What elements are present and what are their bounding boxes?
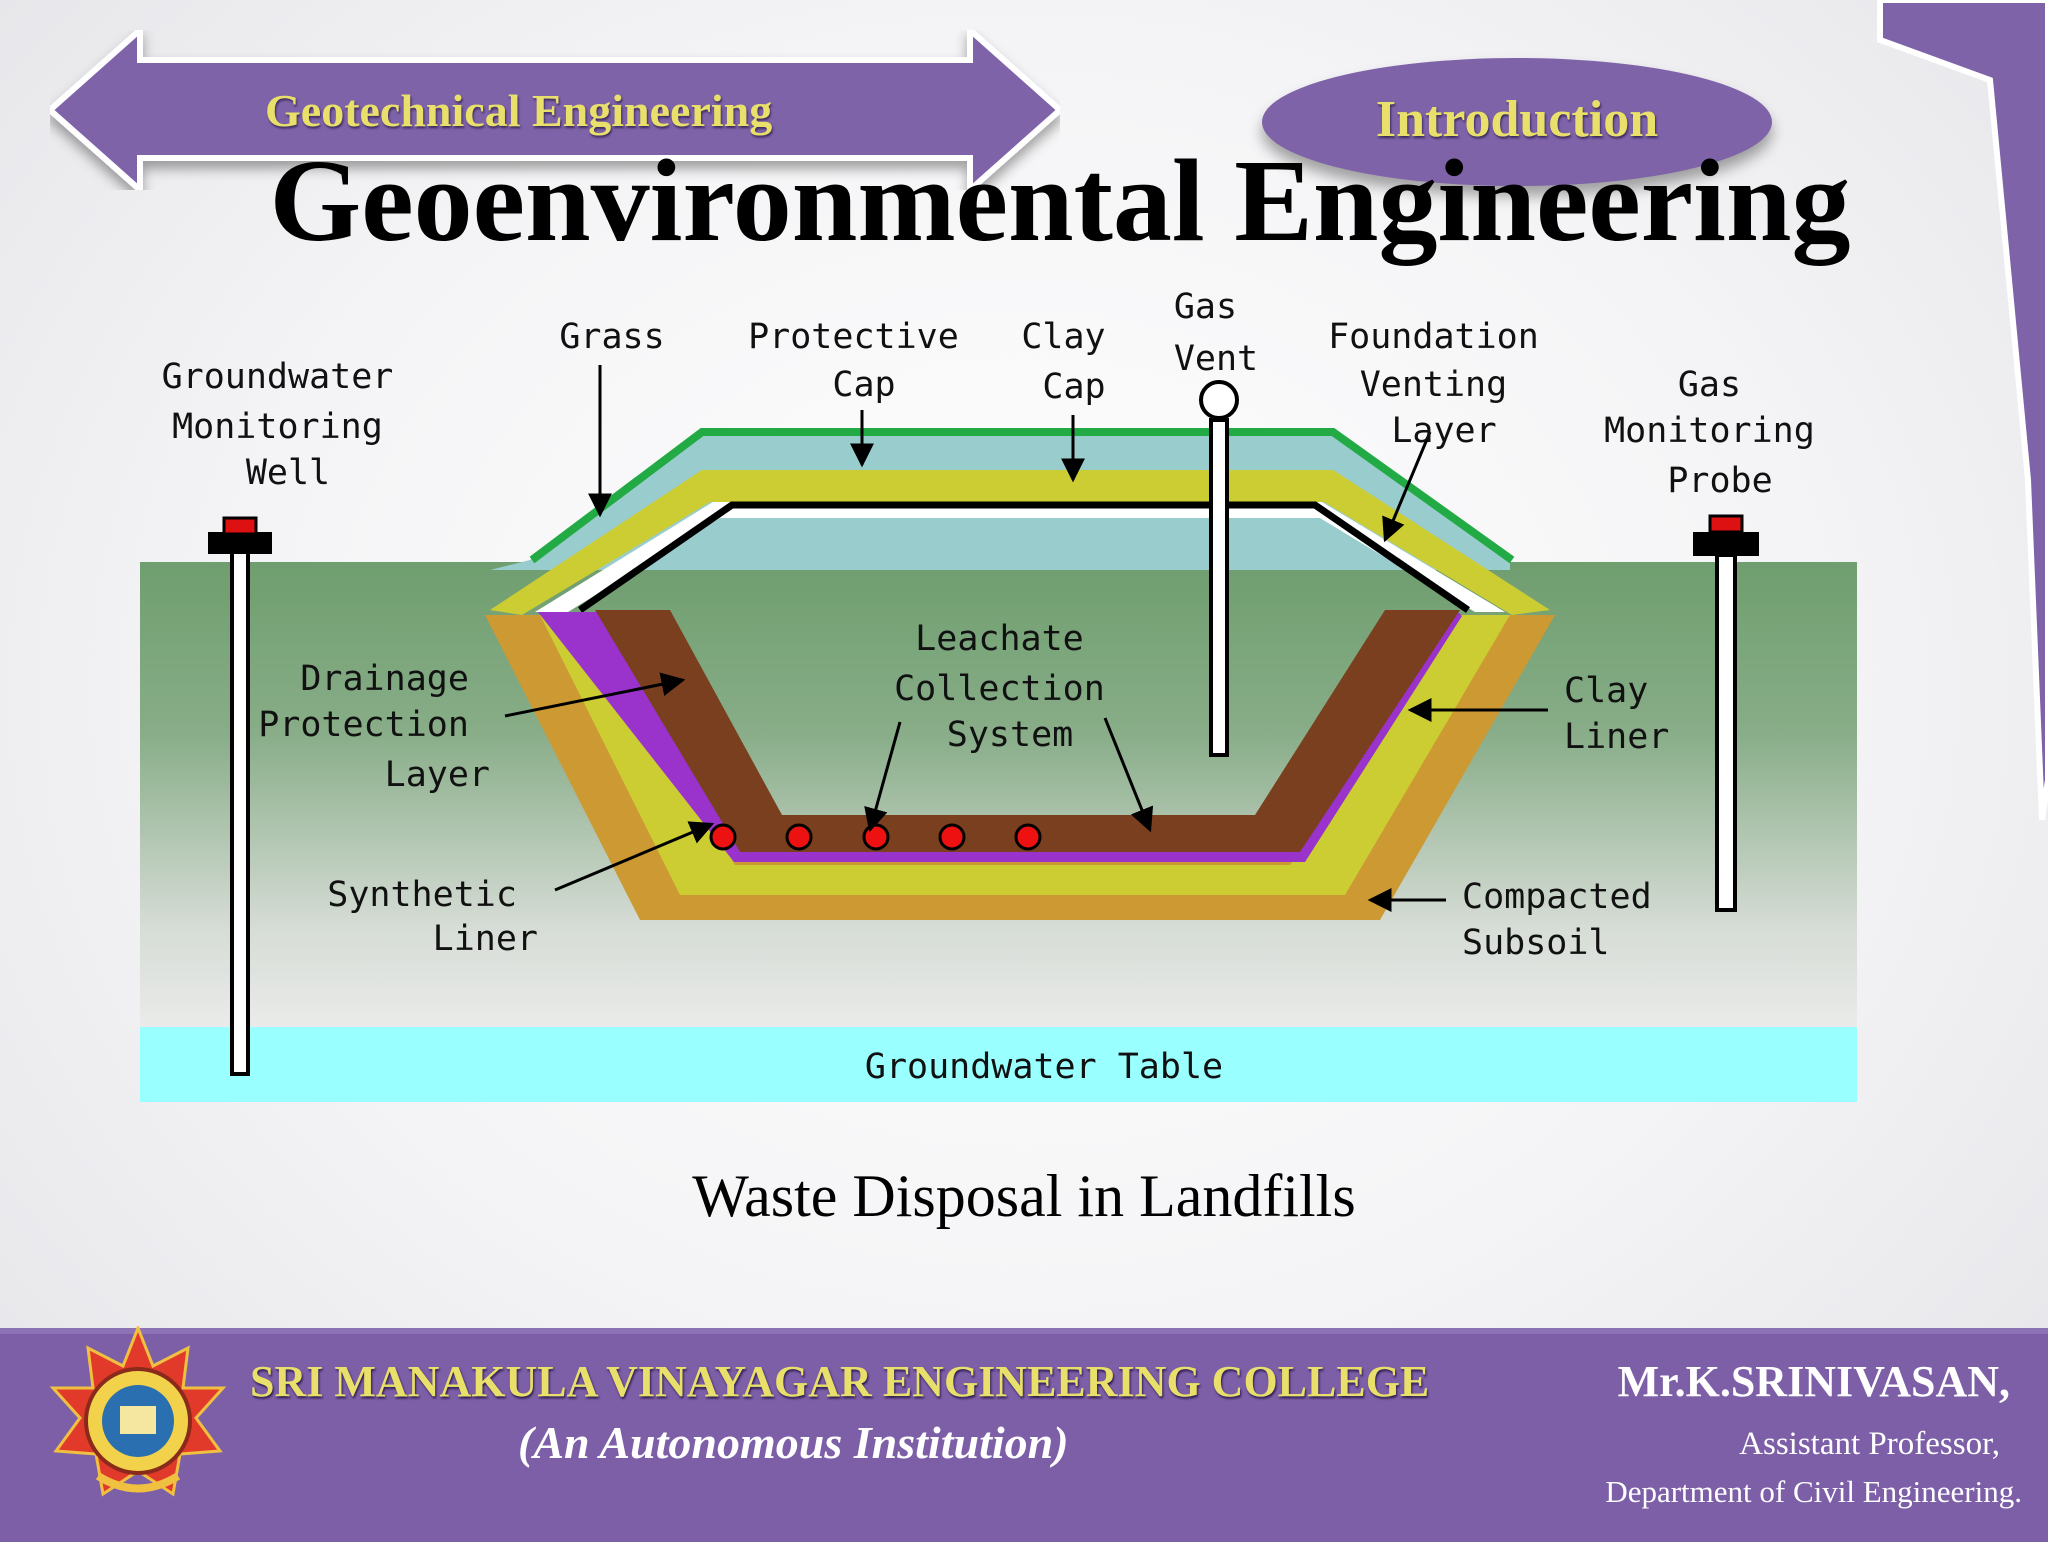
grass-layer	[529, 428, 1515, 564]
label-clay-liner: Clay Liner	[1564, 671, 1669, 757]
probe-cap-top	[1708, 514, 1744, 534]
leachate-pipe	[1014, 823, 1042, 851]
synthetic-cap-line	[578, 501, 1470, 613]
label-gas-vent: Gas Vent	[1174, 287, 1258, 379]
clay-cap-layer	[490, 470, 1550, 615]
subject-label: Geotechnical Engineering	[265, 85, 773, 136]
author-role: Assistant Professor,	[1739, 1426, 2000, 1462]
label-grass: Grass	[559, 317, 664, 357]
label-groundwater-monitoring-well: Groundwater Monitoring Well	[162, 357, 415, 493]
label-groundwater-table: Groundwater Table	[865, 1047, 1223, 1087]
label-gas-monitoring-probe: Gas Monitoring Probe	[1604, 365, 1836, 501]
label-leachate-collection-system: Leachate Collection System	[894, 619, 1126, 755]
label-foundation-venting-layer: Foundation Venting Layer	[1328, 317, 1560, 451]
label-protective-cap: Protective Cap	[748, 317, 980, 405]
author-department: Department of Civil Engineering.	[1605, 1474, 2022, 1509]
header-double-arrow	[50, 30, 1060, 190]
corner-bracket-decoration	[1877, 0, 2048, 820]
well-cap	[208, 532, 272, 554]
label-drainage-protection-layer: Drainage Protection Layer	[258, 659, 490, 795]
gas-monitoring-probe	[1715, 553, 1737, 912]
groundwater-table-band	[140, 1027, 1857, 1102]
author-name: Mr.K.SRINIVASAN,	[1617, 1357, 2010, 1406]
gas-vent-head	[1199, 380, 1239, 420]
label-clay-cap: Clay Cap	[1021, 317, 1126, 407]
drainage-protection-layer	[595, 610, 1460, 852]
leachate-pipe	[862, 823, 890, 851]
label-synthetic-liner: Synthetic Liner	[327, 875, 538, 959]
page-title: Geoenvironmental Engineering	[269, 135, 1851, 266]
probe-cap	[1693, 532, 1759, 556]
well-cap-top	[222, 516, 258, 536]
groundwater-monitoring-well	[230, 550, 250, 1076]
figure-caption: Waste Disposal in Landfills	[692, 1163, 1356, 1229]
college-name: SRI MANAKULA VINAYAGAR ENGINEERING COLLE…	[250, 1357, 1430, 1406]
college-subtitle: (An Autonomous Institution)	[518, 1417, 1069, 1468]
gas-vent-pipe	[1209, 418, 1229, 757]
ground-layer	[140, 562, 1857, 1050]
footer-bar	[0, 1328, 2048, 1542]
section-badge	[1262, 58, 1772, 186]
section-label: Introduction	[1375, 91, 1659, 148]
college-logo	[49, 1326, 227, 1497]
leachate-pipe	[938, 823, 966, 851]
landfill-diagram: Groundwater Monitoring Well Grass Protec…	[140, 270, 1857, 1102]
leachate-pipe	[709, 823, 737, 851]
leachate-pipe	[785, 823, 813, 851]
label-compacted-subsoil: Compacted Subsoil	[1462, 877, 1673, 963]
